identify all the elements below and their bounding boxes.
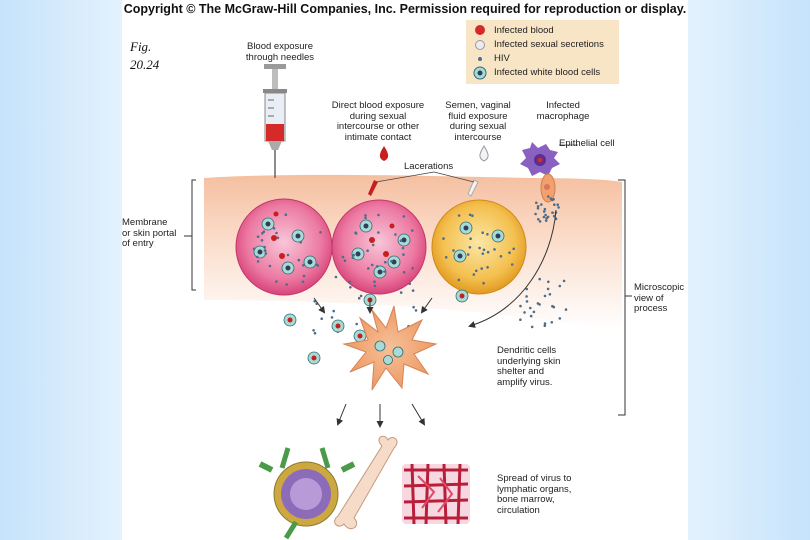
dendritic-cell (342, 305, 438, 391)
legend-label-secretions: Infected sexual secretions (494, 39, 604, 50)
label-microscopic: Microscopic view of process (634, 282, 685, 314)
laceration-right (467, 179, 479, 197)
figure-label: Fig. 20.24 (130, 38, 159, 74)
secretion-drop (479, 145, 489, 162)
membrane-bracket (184, 179, 196, 291)
infected-cell-blood-needle (235, 198, 333, 296)
laceration-left (368, 180, 378, 196)
figure-label-line-1: Fig. (130, 39, 152, 54)
label-membrane: Membrane or skin portal of entry (122, 217, 177, 249)
epithelial-cell (540, 173, 556, 203)
label-direct-blood: Direct blood exposure during sexual inte… (331, 100, 425, 143)
blood-drop (379, 146, 389, 161)
legend: Infected blood Infected sexual secretion… (466, 20, 619, 84)
microscopic-bracket (618, 179, 632, 416)
arrow-3 (420, 297, 433, 314)
legend-label-wbc: Infected white blood cells (494, 67, 601, 78)
legend-secretions-icon (475, 40, 485, 50)
legend-label-infected-blood: Infected blood (494, 25, 554, 36)
label-blood-needles: Blood exposure through needles (245, 41, 315, 63)
bone (334, 435, 398, 530)
label-lacerations: Lacerations (404, 161, 454, 172)
red-blood-cells (271, 211, 395, 259)
hiv-transmission-diagram (184, 64, 632, 540)
macrophage (520, 142, 560, 176)
label-macrophage: Infected macrophage (536, 100, 590, 122)
legend-hiv-icon (478, 57, 482, 61)
label-semen: Semen, vaginal fluid exposure during sex… (445, 100, 511, 143)
lymph-node (258, 447, 356, 540)
legend-label-hiv: HIV (494, 53, 510, 64)
wbc-nuclei (257, 221, 501, 275)
label-dendritic: Dendritic cells underlying skin shelter … (497, 345, 561, 388)
slide: Copyright © The McGraw-Hill Companies, I… (122, 0, 688, 540)
dendritic-infected-cells (374, 340, 404, 365)
figure-label-line-2: 20.24 (130, 57, 160, 72)
arrow-down-3 (411, 403, 426, 426)
infected-cell-blood-sexual (331, 199, 427, 295)
label-epithelial: Epithelial cell (559, 138, 615, 149)
syringe (263, 64, 287, 178)
copyright-notice: Copyright © The McGraw-Hill Companies, I… (123, 2, 687, 16)
legend-infected-blood-icon (475, 25, 485, 35)
arrow-1 (313, 297, 326, 314)
label-spread: Spread of virus to lymphatic organs, bon… (497, 473, 572, 516)
arrow-down-1 (336, 403, 347, 426)
blood-vessels (402, 463, 470, 525)
legend-markers (473, 25, 487, 80)
arrow-macrophage (468, 209, 557, 328)
